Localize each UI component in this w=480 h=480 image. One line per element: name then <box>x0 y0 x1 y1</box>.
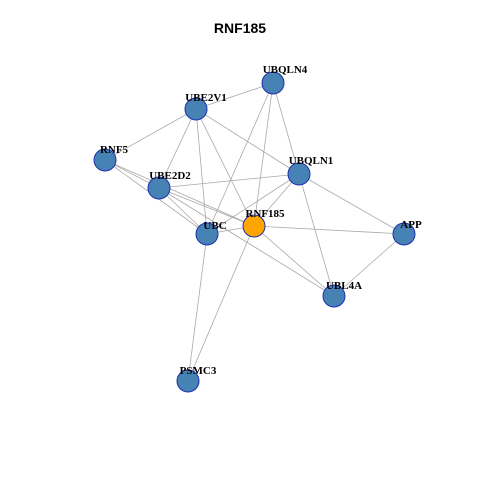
edge-ube2d2-rnf185 <box>158 187 255 227</box>
node-label-ubl4a: UBL4A <box>326 280 362 292</box>
node-ubqln1 <box>287 162 311 186</box>
edge-rnf5-rnf185 <box>104 159 255 227</box>
node-label-ubc: UBC <box>203 220 226 232</box>
node-label-rnf5: RNF5 <box>100 144 129 156</box>
edge-ubqln1-ubl4a <box>298 173 335 297</box>
node-psmc3 <box>176 369 200 393</box>
node-app <box>392 222 416 246</box>
edge-ubqln4-rnf185 <box>253 82 274 227</box>
edge-ube2v1-ubc <box>195 108 208 235</box>
edge-ubqln4-ubqln1 <box>272 82 300 175</box>
edge-layer <box>104 82 405 382</box>
node-ube2d2 <box>147 176 171 200</box>
node-label-ubqln4: UBQLN4 <box>263 64 308 76</box>
node-ubc <box>195 222 219 246</box>
edge-ubqln1-app <box>298 173 405 235</box>
edge-rnf185-app <box>253 225 405 235</box>
edge-ube2v1-rnf5 <box>104 108 197 161</box>
edge-rnf185-psmc3 <box>187 225 255 382</box>
edge-ube2d2-ubl4a <box>158 187 335 297</box>
edge-ube2d2-ubqln1 <box>158 173 300 189</box>
node-ubl4a <box>322 284 346 308</box>
edge-app-ubl4a <box>333 233 405 297</box>
node-ube2v1 <box>184 97 208 121</box>
node-label-app: APP <box>400 219 422 231</box>
node-ubqln4 <box>261 71 285 95</box>
edge-rnf185-ubl4a <box>253 225 335 297</box>
edge-ube2v1-ube2d2 <box>158 108 197 189</box>
graph-title: RNF185 <box>213 20 267 36</box>
edge-ubqln4-ubc <box>206 82 274 235</box>
edge-ube2v1-rnf185 <box>195 108 255 227</box>
node-label-ube2d2: UBE2D2 <box>149 170 191 182</box>
edge-ube2v1-ubqln1 <box>195 108 300 175</box>
edge-ubqln1-ubc <box>206 173 300 235</box>
node-label-ube2v1: UBE2V1 <box>185 92 227 104</box>
node-label-ubqln1: UBQLN1 <box>289 155 334 167</box>
edge-ubqln4-ube2v1 <box>195 82 274 110</box>
node-rnf5 <box>93 148 117 172</box>
node-label-rnf185: RNF185 <box>245 208 285 220</box>
node-label-psmc3: PSMC3 <box>180 365 217 377</box>
node-layer <box>93 71 416 393</box>
node-rnf185 <box>242 214 266 238</box>
edge-ubc-psmc3 <box>187 233 208 382</box>
